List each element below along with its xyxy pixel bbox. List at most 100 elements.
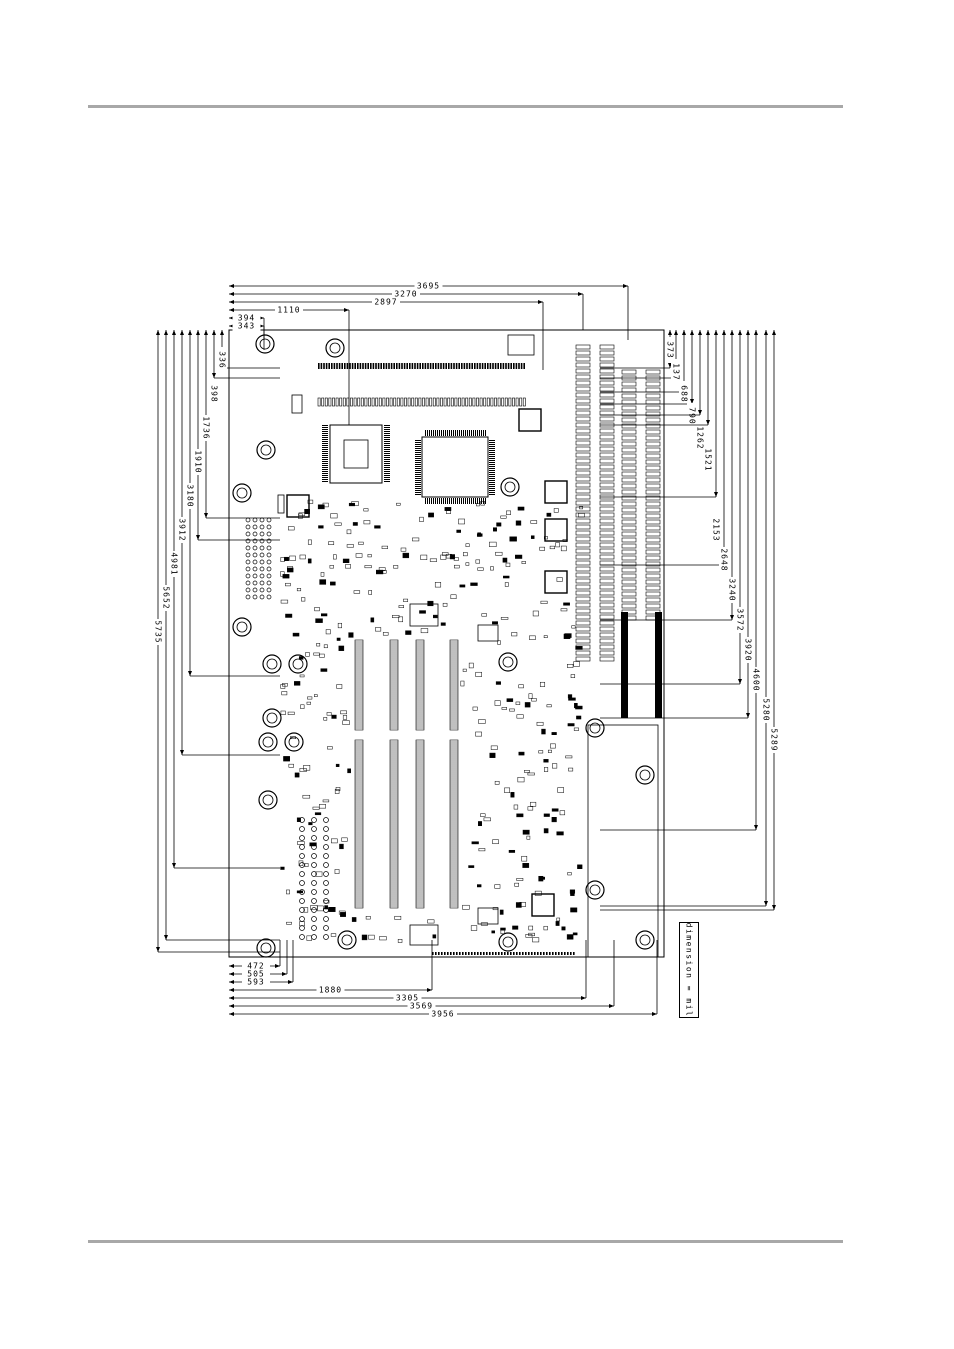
top-dimension-label: 3695 [417, 282, 440, 291]
edge-connector-pin [522, 952, 524, 955]
edge-connector-pin [486, 952, 488, 955]
chip-pin [435, 430, 436, 436]
pad [645, 453, 661, 459]
edge-connector-pin [367, 363, 369, 369]
pad [621, 381, 637, 387]
label-bg [407, 1001, 436, 1011]
chip-pin [415, 468, 421, 469]
pad [599, 440, 615, 446]
edge-connector-pin [388, 363, 390, 369]
smd-part [306, 701, 311, 705]
smd-part [579, 505, 583, 510]
header-pin [317, 397, 321, 407]
via [311, 853, 317, 859]
edge-connector-pin [424, 363, 427, 369]
pad [599, 548, 615, 554]
chip-pin [439, 430, 440, 436]
mounting-hole-inner [341, 934, 353, 946]
edge-connector-pin [492, 952, 494, 955]
via [259, 587, 265, 593]
mounting-hole [256, 938, 276, 958]
smd-part [444, 507, 452, 511]
edge-connector-pin [398, 363, 401, 369]
chip-pin [489, 476, 495, 477]
arrow-head [229, 292, 234, 296]
mounting-hole-inner [502, 656, 514, 668]
pad [599, 656, 615, 662]
pad [645, 465, 661, 471]
label-bg [275, 305, 303, 315]
left-dimension-label: 1736 [202, 416, 211, 439]
edge-connector-pin [435, 363, 437, 369]
pad [645, 423, 661, 429]
arrow-head [180, 330, 184, 335]
smd-part [453, 557, 459, 561]
chip-pin [489, 454, 495, 455]
via [245, 552, 251, 558]
edge-connector-pin [416, 363, 419, 369]
smd-part [494, 780, 500, 785]
chip-pin [459, 498, 460, 504]
edge-connector-pin [341, 363, 343, 369]
smd-part [503, 575, 510, 579]
chip-pin [384, 425, 390, 426]
pad [621, 519, 637, 525]
chip-pin [415, 458, 421, 459]
chip-pin [384, 465, 390, 466]
left-dimension-label: 4981 [170, 552, 179, 575]
smd-part [396, 502, 401, 506]
edge-connector-pin [546, 952, 548, 955]
left-dimension-label: 3180 [186, 484, 195, 507]
smd-part [339, 843, 344, 850]
pad [599, 392, 615, 398]
smd-part [329, 565, 334, 569]
smd-part [539, 546, 545, 551]
chip-pin [441, 498, 442, 504]
via [259, 545, 265, 551]
smd-part [346, 529, 352, 535]
smd-part [330, 581, 336, 586]
memory-slot [389, 639, 399, 731]
right-dimension-label: 688 [680, 385, 689, 402]
pad [575, 572, 591, 578]
chip-pin [322, 479, 328, 480]
chip-pin [384, 479, 390, 480]
pad [621, 585, 637, 591]
edge-connector-pin [505, 363, 507, 369]
smd-part [478, 848, 486, 852]
left-dimension-label: 5652 [162, 586, 171, 609]
smd-part [559, 810, 566, 816]
chip-pin [384, 477, 390, 478]
pad [645, 429, 661, 435]
pad [599, 632, 615, 638]
right-dimension-label: 790 [688, 407, 697, 424]
pad [575, 590, 591, 596]
smd-part [348, 632, 354, 638]
edge-connector-pin [442, 363, 445, 369]
smd-part [518, 684, 524, 689]
label-bg [719, 547, 729, 573]
smd-part [334, 789, 340, 794]
smd-part [304, 508, 310, 514]
via [259, 538, 265, 544]
smd-part [460, 680, 465, 687]
chip-pin [489, 444, 495, 445]
chip-pin [473, 430, 474, 436]
smd-part [544, 536, 548, 540]
edge-connector-pin [497, 363, 499, 369]
edge-connector-pin [474, 363, 476, 369]
pad [645, 435, 661, 441]
edge-connector-pin [540, 952, 542, 955]
arrow-head [229, 300, 234, 304]
mounting-hole-inner [259, 338, 271, 350]
chip-pin [322, 467, 328, 468]
smd-part [280, 684, 286, 689]
pad [645, 387, 661, 393]
via [266, 559, 272, 565]
edge-connector-pin [510, 952, 512, 955]
smd-part [534, 890, 542, 896]
smd-part [336, 637, 341, 641]
chip-pin [415, 474, 421, 475]
pad [621, 555, 637, 561]
arrow-head [229, 964, 234, 968]
